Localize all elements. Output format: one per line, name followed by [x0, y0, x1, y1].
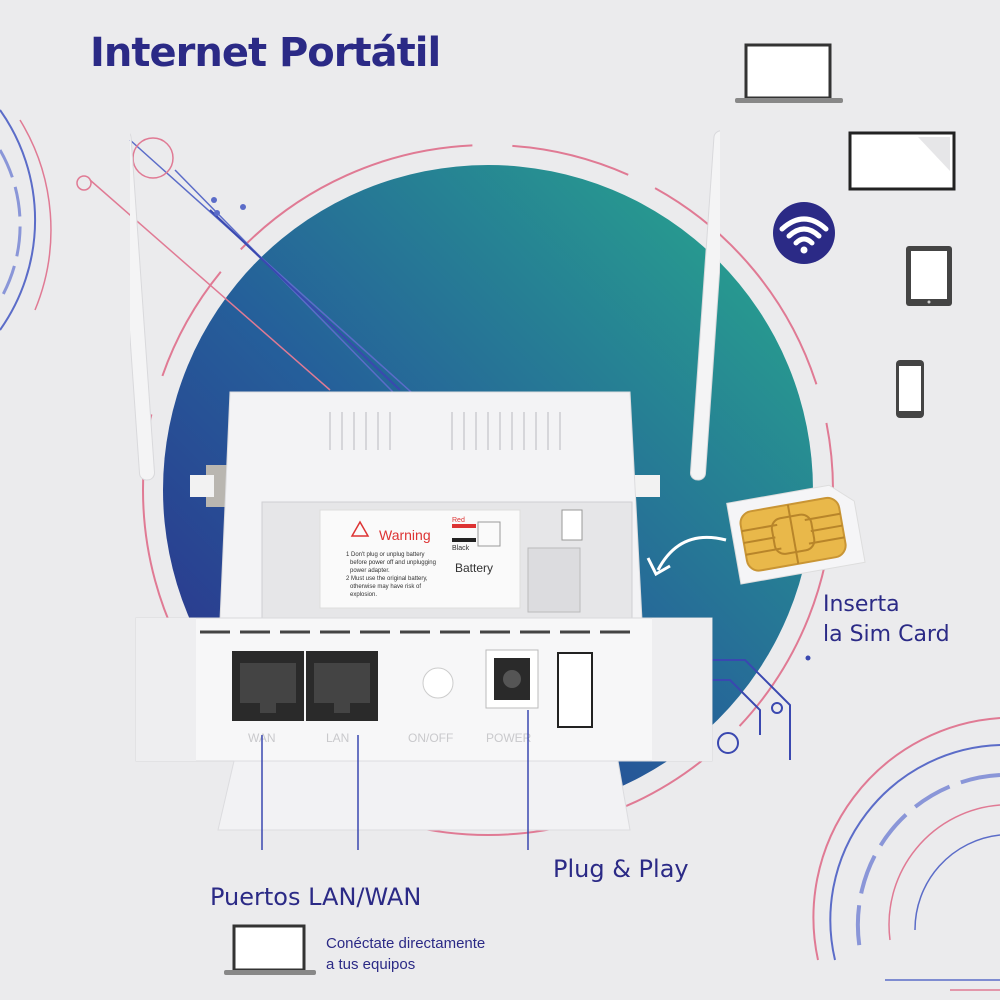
- page-title: Internet Portátil: [90, 30, 441, 76]
- deco-line: [209, 209, 401, 391]
- right-arc-5: [914, 834, 1000, 931]
- deco-dot: [214, 210, 220, 216]
- right-arc-2: [829, 744, 1000, 961]
- wan-port[interactable]: [232, 651, 304, 721]
- smartphone-icon: [896, 360, 924, 418]
- onoff-button[interactable]: [422, 667, 454, 699]
- router-device: Warning Red Black Battery 1 Don't plug o…: [130, 130, 720, 850]
- left-arc-2: [0, 149, 22, 301]
- note-line: 2 Must use the original battery,: [346, 576, 428, 582]
- laptop-icon: [735, 43, 843, 103]
- left-antenna: [130, 130, 232, 507]
- black-wire-label: Black: [452, 545, 470, 552]
- ports-callout: Puertos LAN/WAN: [210, 883, 422, 911]
- deco-dot: [805, 655, 811, 661]
- sim-callout-line2: la Sim Card: [823, 622, 950, 647]
- wifi-icon: [773, 202, 835, 264]
- circuit-line: [700, 659, 791, 760]
- sim-arrow: [646, 535, 727, 577]
- connect-caption-line1: Conéctate directamente: [326, 935, 486, 952]
- connect-caption-line2: a tus equipos: [326, 956, 416, 973]
- ports-leader-line: [261, 735, 359, 850]
- sim-card-icon[interactable]: [718, 470, 870, 586]
- warning-label: Warning: [379, 527, 431, 543]
- battery-label: Battery: [455, 561, 493, 575]
- sim-callout-line1: Inserta: [823, 592, 900, 617]
- left-arc-3: [19, 119, 52, 311]
- tv-icon: [848, 131, 956, 191]
- red-wire-label: Red: [452, 517, 465, 524]
- lan-label: LAN: [326, 731, 349, 745]
- right-arc-3: [855, 773, 1000, 951]
- note-line: 1 Don't plug or unplug battery: [346, 552, 425, 558]
- right-arc-4: [888, 804, 1000, 941]
- lan-port[interactable]: [306, 651, 378, 721]
- note-line: otherwise may have risk of: [350, 584, 421, 590]
- circuit-node: [717, 732, 739, 754]
- note-line: before power off and unplugging: [350, 560, 436, 566]
- left-arc-1: [0, 109, 36, 331]
- note-line: explosion.: [350, 592, 377, 598]
- right-arc-1: [812, 717, 1000, 961]
- tablet-icon: [906, 246, 952, 306]
- reset-slot[interactable]: [557, 652, 593, 728]
- plug-leader-line: [527, 710, 529, 850]
- deco-dot: [76, 175, 92, 191]
- deco-dot: [211, 197, 217, 203]
- deco-dot: [240, 204, 246, 210]
- sim-callout: Inserta la Sim Card: [823, 590, 950, 650]
- power-jack[interactable]: [485, 649, 539, 709]
- laptop-icon: [224, 924, 316, 975]
- circuit-node: [771, 702, 783, 714]
- plug-play-callout: Plug & Play: [553, 855, 689, 883]
- power-label: POWER: [486, 731, 532, 745]
- connect-caption: Conéctate directamente a tus equipos: [326, 933, 485, 975]
- note-line: power adapter.: [350, 568, 390, 574]
- deco-line: [129, 139, 421, 401]
- onoff-label: ON/OFF: [408, 731, 453, 745]
